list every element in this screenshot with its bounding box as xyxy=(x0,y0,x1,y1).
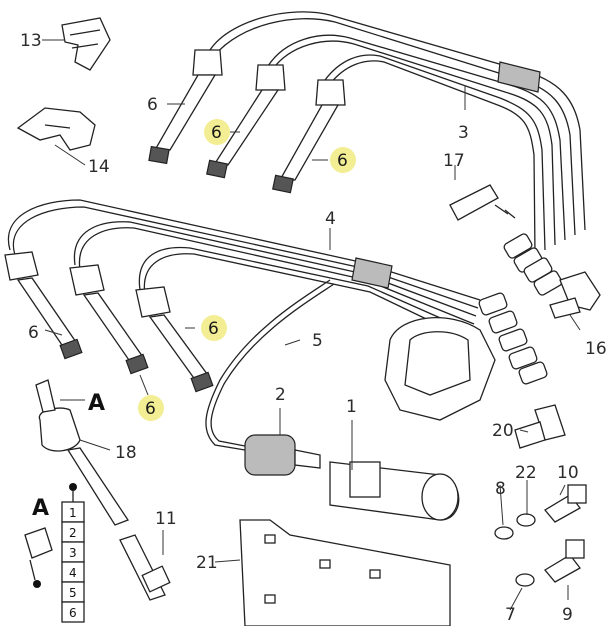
callout-6: 6 xyxy=(147,95,158,115)
detail-label-a: A xyxy=(32,496,49,521)
detail-a-plug-cap xyxy=(24,527,53,588)
washer-part-8 xyxy=(494,526,514,540)
washer-part-7 xyxy=(515,573,535,587)
suppressor-part-2 xyxy=(244,434,321,476)
callout-6-highlighted: 6 xyxy=(337,151,348,171)
callout-20: 20 xyxy=(492,421,514,441)
clip-part-13 xyxy=(61,17,111,71)
callout-2: 2 xyxy=(275,385,286,405)
leader-lines xyxy=(42,39,581,611)
connector-part-17 xyxy=(449,184,516,221)
connector-part-20 xyxy=(514,404,566,449)
lower-harness-terminals xyxy=(478,292,548,385)
firing-order-digit: 1 xyxy=(69,506,77,520)
callout-14: 14 xyxy=(88,157,110,177)
callout-10: 10 xyxy=(557,463,579,483)
callout-21: 21 xyxy=(196,553,218,573)
bolt-part-9 xyxy=(544,539,585,583)
callout-6-highlighted: 6 xyxy=(208,319,219,339)
mounting-bracket-part-21 xyxy=(239,519,451,626)
highlight-marker xyxy=(201,315,227,341)
highlight-marker xyxy=(204,119,230,145)
firing-order-digit: 5 xyxy=(69,586,77,600)
callout-1: 1 xyxy=(346,397,357,417)
callout-22: 22 xyxy=(515,463,537,483)
ignition-coil-part-1 xyxy=(329,461,460,521)
firing-order-digit: 6 xyxy=(69,606,77,620)
callout-13: 13 xyxy=(20,31,42,51)
callout-7: 7 xyxy=(505,605,516,625)
firing-order-column xyxy=(61,483,85,623)
highlight-marker xyxy=(330,147,356,173)
callout-6-highlighted: 6 xyxy=(211,123,222,143)
harness-sleeve-lower xyxy=(351,257,393,289)
callout-11: 11 xyxy=(155,509,177,529)
boot-part-18 xyxy=(35,379,129,526)
callout-6: 6 xyxy=(28,323,39,343)
callout-18: 18 xyxy=(115,443,137,463)
highlight-marker xyxy=(138,395,164,421)
lower-wire-harness xyxy=(7,199,481,341)
bolt-part-10 xyxy=(544,484,587,523)
spark-plug-lead-top-2 xyxy=(206,64,286,179)
spark-plug-lead-left-1 xyxy=(4,251,83,360)
washer-part-22 xyxy=(516,513,536,527)
firing-order-digit: 3 xyxy=(69,546,77,560)
callout-6-highlighted: 6 xyxy=(145,399,156,419)
spark-plug-lead-left-2 xyxy=(69,264,149,375)
spark-plug-lead-top-3 xyxy=(272,79,346,194)
harness-sleeve-upper xyxy=(497,61,541,93)
detail-label-a: A xyxy=(88,391,105,416)
bracket-part-14 xyxy=(16,107,96,151)
upper-wire-harness xyxy=(209,11,586,256)
callout-5: 5 xyxy=(312,331,323,351)
callout-8: 8 xyxy=(495,479,506,499)
callout-16: 16 xyxy=(585,339,607,359)
callout-17: 17 xyxy=(443,151,465,171)
firing-order-digit: 4 xyxy=(69,566,77,580)
upper-harness-terminals xyxy=(503,233,563,296)
callout-3: 3 xyxy=(458,123,469,143)
coil-lead-5 xyxy=(205,279,331,451)
spark-plug-part-11 xyxy=(119,534,171,601)
callout-4: 4 xyxy=(325,209,336,229)
distributor-cap xyxy=(384,317,496,421)
spark-plug-lead-left-3 xyxy=(135,286,214,393)
firing-order-digit: 2 xyxy=(69,526,77,540)
connector-part-16 xyxy=(549,271,601,319)
spark-plug-lead-top-1 xyxy=(148,49,223,165)
callout-9: 9 xyxy=(562,605,573,625)
